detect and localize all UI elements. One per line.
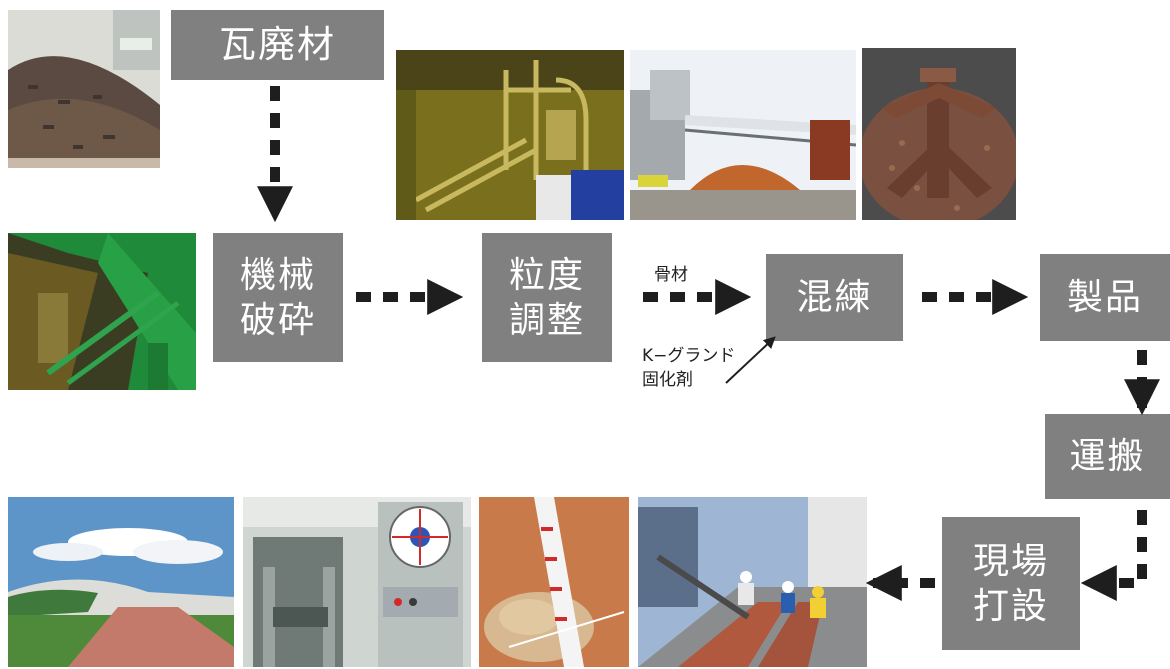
mixer-blade-photo: [862, 48, 1016, 220]
binder-input-arrow: [725, 336, 776, 384]
grading-plant-photo: [396, 50, 624, 220]
measuring-staff-sample-photo: [479, 497, 629, 667]
binder-label-line2: 固化剤: [642, 370, 693, 390]
arrow-transport-to-site: [1080, 510, 1147, 601]
mechanical-crushing-box: 機械 破砕: [213, 233, 343, 362]
crushing-label-line1: 機械: [239, 254, 316, 296]
waste-tile-label: 瓦廃材: [219, 22, 336, 66]
mixing-label: 混練: [796, 277, 873, 318]
crushing-label-line2: 破砕: [239, 299, 316, 341]
tile-waste-pile-photo: [8, 10, 160, 168]
product-label: 製品: [1066, 277, 1143, 318]
finished-walkway-photo: [8, 497, 234, 667]
strength-test-machine-photo: [243, 497, 471, 667]
site-label-line1: 現場: [972, 540, 1049, 582]
mixing-box: 混練: [766, 254, 903, 341]
binder-label-line1: K−グランド: [642, 346, 736, 366]
aggregate-label: 骨材: [654, 265, 688, 285]
on-site-placement-box: 現場 打設: [942, 517, 1080, 650]
product-box: 製品: [1040, 254, 1170, 341]
transport-label: 運搬: [1069, 436, 1146, 477]
conveyor-stockpile-photo: [630, 50, 856, 220]
grading-label-line2: 調整: [508, 299, 585, 341]
grading-label-line1: 粒度: [508, 254, 585, 296]
crushing-plant-interior-photo: [8, 233, 196, 390]
on-site-paving-photo: [638, 497, 867, 667]
site-label-line2: 打設: [972, 585, 1049, 627]
particle-size-grading-box: 粒度 調整: [482, 233, 612, 362]
transport-box: 運搬: [1045, 414, 1170, 499]
waste-tile-box: 瓦廃材: [171, 10, 384, 80]
